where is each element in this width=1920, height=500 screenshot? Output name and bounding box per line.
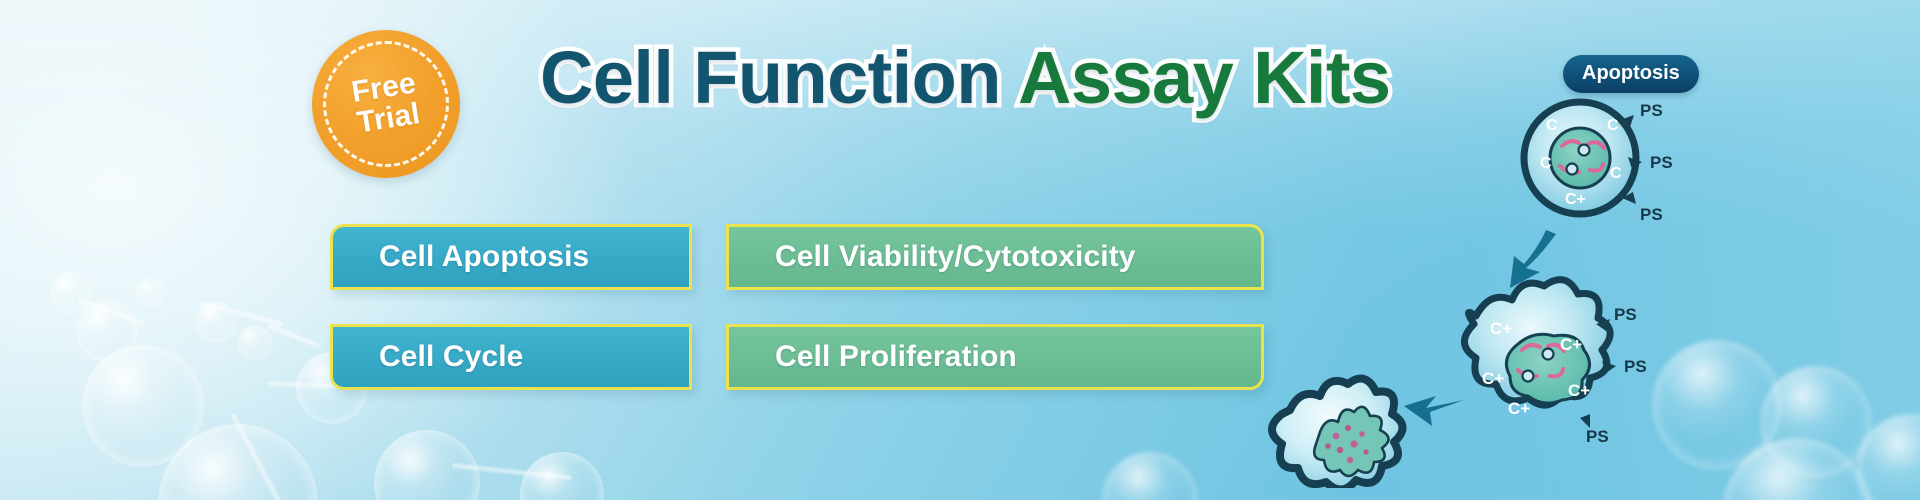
- arrow-blebbing-to-body: [1404, 396, 1464, 426]
- ps-label: PS: [1614, 305, 1637, 324]
- button-label: Cell Viability/Cytotoxicity: [775, 240, 1136, 273]
- apoptotic-body: [1268, 374, 1407, 488]
- ps-marker: [1602, 361, 1616, 373]
- cell-label-cplus: C+: [1565, 191, 1586, 208]
- button-cell-proliferation[interactable]: Cell Proliferation: [726, 324, 1264, 390]
- title-part-function: Cell Function: [536, 32, 1006, 124]
- cell-label-cplus: C+: [1568, 381, 1590, 400]
- button-cell-viability-cytotoxicity[interactable]: Cell Viability/Cytotoxicity: [726, 224, 1264, 290]
- button-label: Cell Proliferation: [775, 340, 1017, 373]
- healthy-cell: C C C C C+ PS PS PS: [1520, 98, 1673, 224]
- ps-label: PS: [1624, 357, 1647, 376]
- ps-label: PS: [1650, 153, 1673, 172]
- blebbing-cell: C+ C+ C+ C+ C+ PS PS PS: [1461, 276, 1647, 446]
- title-part-assay: Assay Kits: [1000, 32, 1396, 124]
- ps-label: PS: [1640, 101, 1663, 120]
- ps-marker: [1620, 115, 1634, 127]
- button-label: Cell Cycle: [379, 340, 524, 373]
- ps-label: PS: [1640, 205, 1663, 224]
- cell-label-c: C: [1610, 165, 1622, 182]
- free-trial-label: Free Trial: [349, 67, 423, 140]
- cell-label-cplus: C+: [1508, 399, 1530, 418]
- ps-marker: [1596, 319, 1610, 331]
- cell-label-c: C: [1540, 155, 1552, 172]
- cell-label-c: C: [1546, 117, 1558, 134]
- ps-marker: [1628, 157, 1642, 169]
- free-trial-badge[interactable]: Free Trial: [312, 30, 460, 178]
- cell-label-c: C: [1607, 117, 1619, 134]
- ps-label: PS: [1586, 427, 1609, 446]
- button-label: Cell Apoptosis: [379, 240, 590, 273]
- apoptosis-badge: Apoptosis: [1563, 55, 1699, 93]
- ps-marker: [1622, 192, 1636, 204]
- apoptosis-diagram: C C C C C+ PS PS PS C+: [1268, 98, 1673, 488]
- button-cell-apoptosis[interactable]: Cell Apoptosis: [330, 224, 692, 290]
- free-trial-line2: Trial: [354, 97, 423, 140]
- ps-marker: [1580, 414, 1590, 428]
- arrow-healthy-to-blebbing: [1510, 230, 1556, 288]
- cell-label-cplus: C+: [1482, 369, 1504, 388]
- cell-label-cplus: C+: [1490, 319, 1512, 338]
- button-cell-cycle[interactable]: Cell Cycle: [330, 324, 692, 390]
- page-title: Cell Function Assay Kits: [536, 32, 1396, 124]
- cell-label-cplus: C+: [1560, 335, 1582, 354]
